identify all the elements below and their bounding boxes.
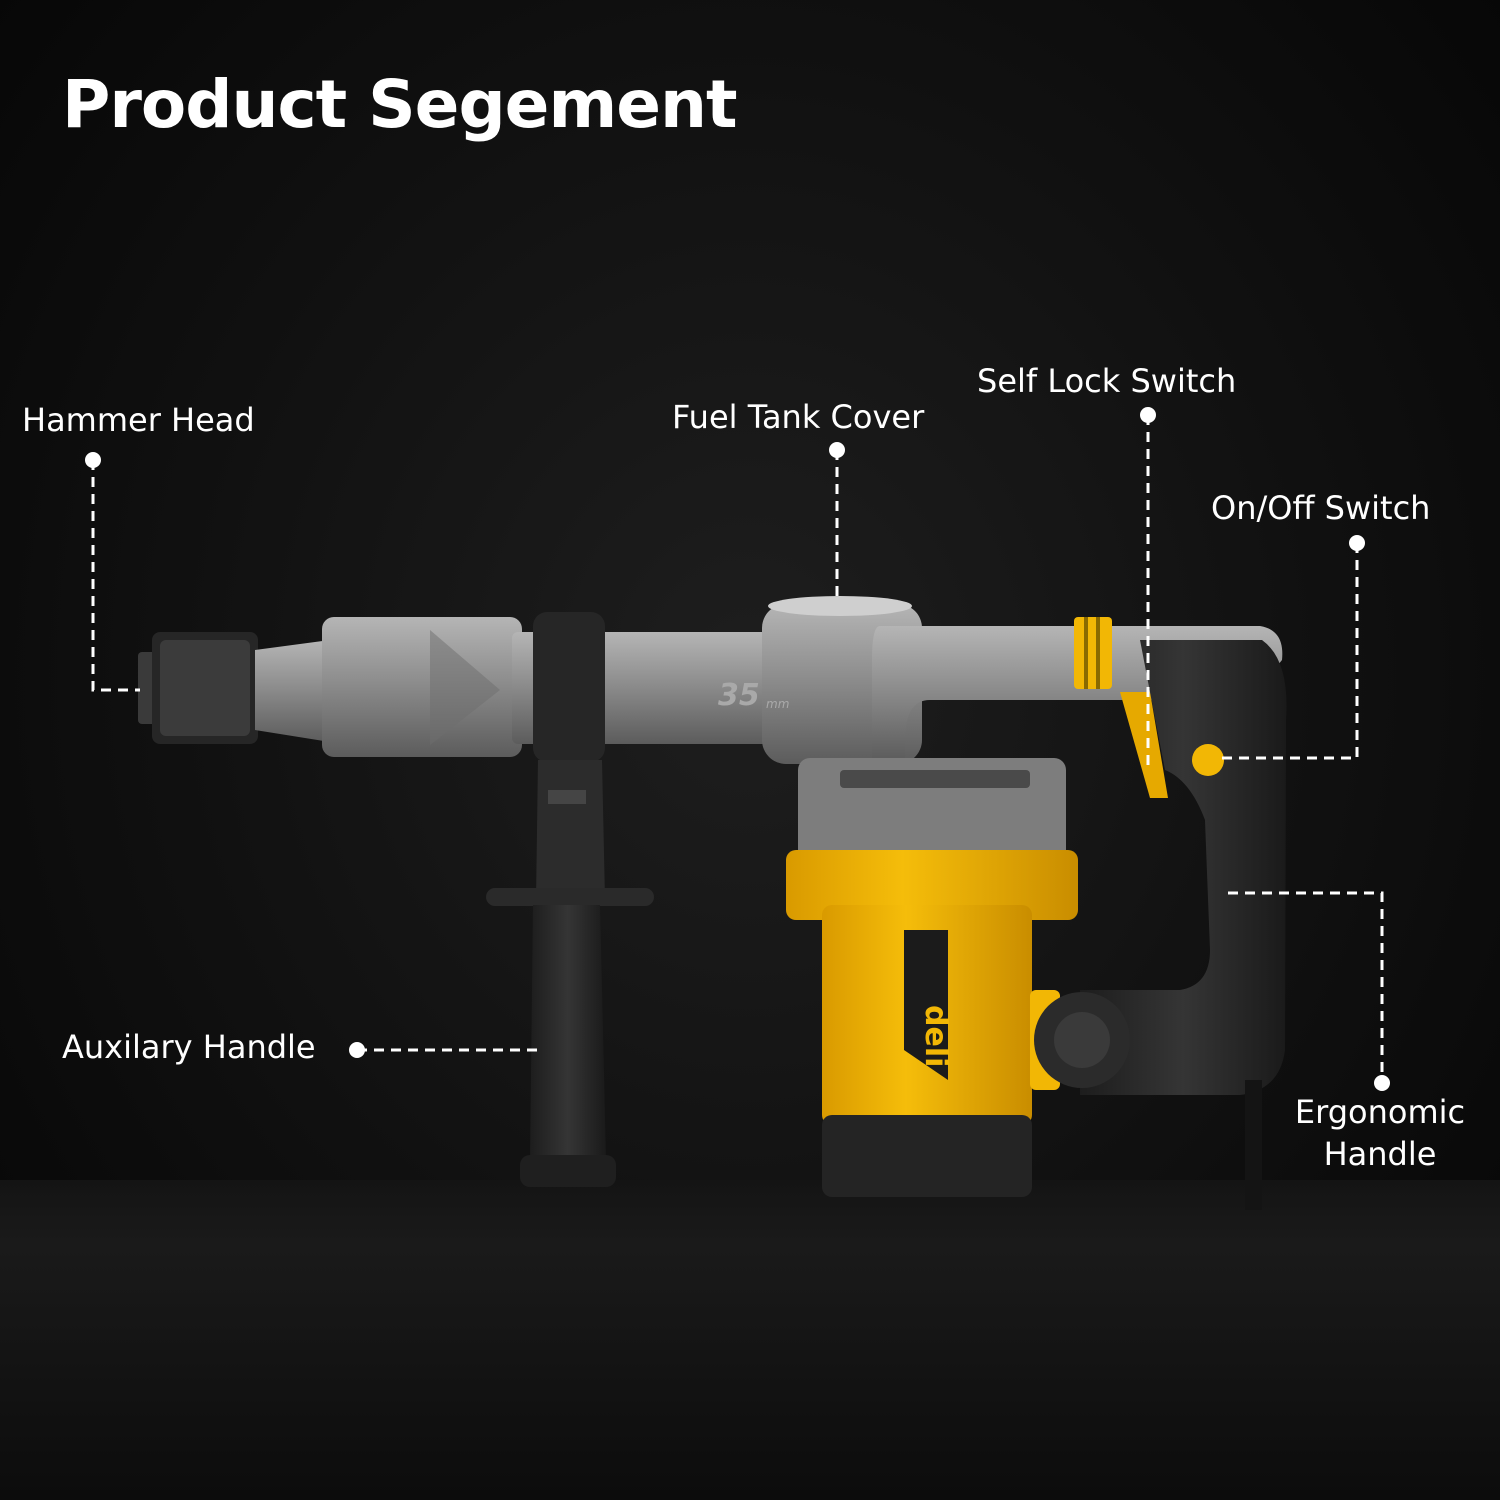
- hammer-head-dot: [85, 452, 101, 468]
- fuel-tank-cover-dot: [829, 442, 845, 458]
- self-lock-switch-label: Self Lock Switch: [977, 362, 1237, 400]
- auxiliary-handle-label: Auxilary Handle: [62, 1028, 316, 1066]
- ergonomic-handle-label: Ergonomic Handle: [1294, 1093, 1466, 1173]
- ergonomic-handle-dot: [1374, 1075, 1390, 1091]
- bore-unit-marking: mm: [766, 697, 789, 711]
- floor-surface: [0, 1180, 1500, 1500]
- bore-size-marking: 35: [718, 678, 760, 713]
- hammer-head-part: [138, 632, 330, 744]
- ergonomic-handle-part: [1080, 640, 1287, 1210]
- self-lock-switch-dot: [1140, 407, 1156, 423]
- hammer-head-label: Hammer Head: [22, 401, 255, 439]
- on-off-switch-dot: [1349, 535, 1365, 551]
- auxiliary-handle-dot: [349, 1042, 365, 1058]
- on-off-switch-label: On/Off Switch: [1211, 489, 1431, 527]
- ergonomic-handle-leader: [1228, 891, 1384, 1083]
- on-off-switch-leader: [1222, 543, 1359, 760]
- auxiliary-handle-part: [486, 612, 654, 1187]
- fuel-tank-cover-label: Fuel Tank Cover: [672, 398, 925, 436]
- page-title: Product Segement: [62, 66, 738, 143]
- motor-body-part: [786, 758, 1130, 1197]
- brand-logo: deli: [918, 1005, 953, 1067]
- hammer-head-leader: [91, 460, 140, 692]
